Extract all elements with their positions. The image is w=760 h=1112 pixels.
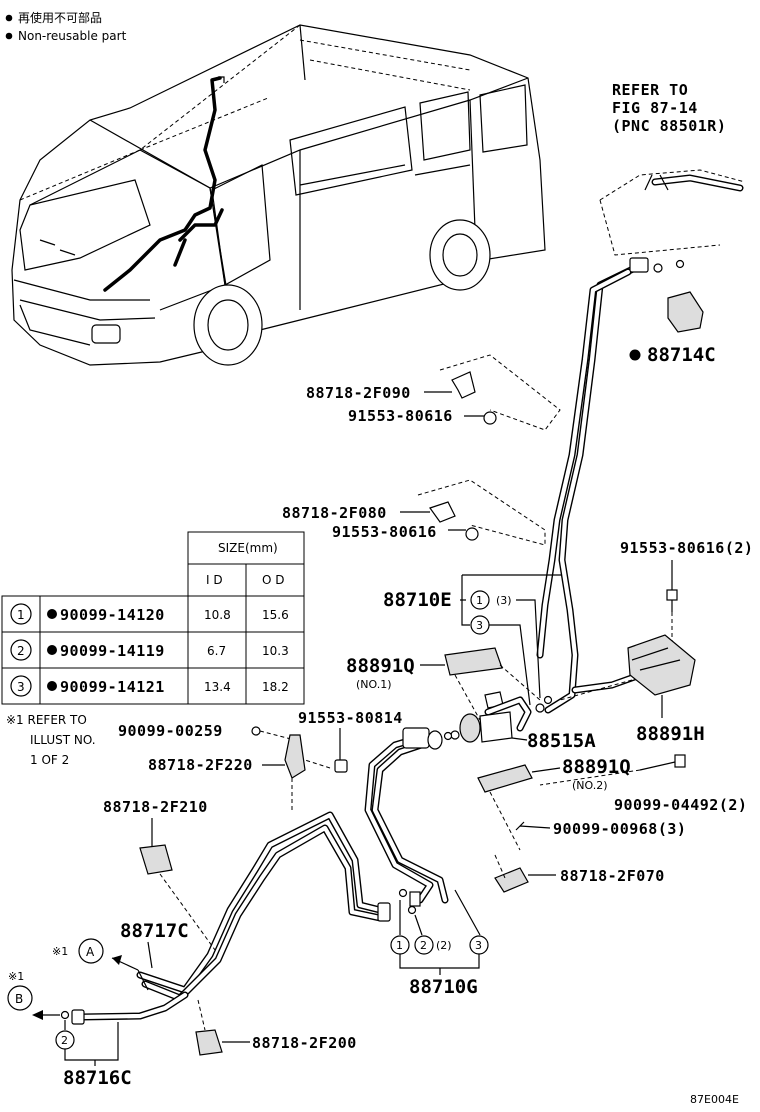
- label-88891Q-2: 88891Q: [562, 756, 631, 778]
- label-88718-2F070: 88718-2F070: [560, 867, 665, 885]
- pipe-88717C: [136, 811, 391, 1002]
- arrow-icon: [32, 1010, 43, 1020]
- label-88710E: 88710E: [383, 589, 452, 611]
- front-wheel: [193, 284, 263, 366]
- label-88515A: 88515A: [527, 730, 596, 752]
- ref-1: 1: [476, 594, 483, 607]
- rear-wheel: [429, 219, 491, 291]
- pipe-88710G: [364, 727, 453, 915]
- label-88891Q-1: 88891Q: [346, 655, 415, 677]
- table-row-part: 90099-14120: [60, 606, 165, 624]
- note-line3: 1 OF 2: [30, 753, 69, 767]
- table-row-id: 6.7: [207, 644, 226, 658]
- hose-size-table: SIZE(mm) I D O D 1 90099-14120 10.8 15.6…: [1, 531, 305, 705]
- note-line2: ILLUST NO.: [30, 733, 96, 747]
- label-91553-80616-b: 91553-80616: [332, 523, 437, 541]
- table-col-od: O D: [262, 573, 285, 587]
- figure-code: 87E004E: [690, 1093, 739, 1106]
- pipe-88716C: [71, 991, 189, 1025]
- label-88718-2F210: 88718-2F210: [103, 798, 208, 816]
- label-88714C: 88714C: [647, 344, 716, 366]
- label-88718-2F200: 88718-2F200: [252, 1034, 357, 1052]
- refer-line1: REFER TO: [612, 81, 688, 99]
- non-reusable-bullet-icon: [47, 645, 57, 655]
- table-row-part: 90099-14121: [60, 678, 165, 696]
- label-88718-2F090: 88718-2F090: [306, 384, 411, 402]
- van-illustration: [11, 24, 546, 366]
- label-88718-2F080: 88718-2F080: [282, 504, 387, 522]
- label-88891Q-1-sub: (NO.1): [356, 678, 392, 691]
- ref-B: B: [15, 992, 23, 1006]
- label-90099-00968: 90099-00968(3): [553, 820, 686, 838]
- arrow-icon: [112, 955, 122, 965]
- ref-note-mark: ※1: [52, 945, 68, 958]
- part-88515A: 88515A: [450, 691, 596, 752]
- ac-line-routing: [103, 76, 222, 292]
- ref-2: 2: [61, 1034, 68, 1047]
- non-reusable-bullet-icon: [47, 681, 57, 691]
- table-row-od: 15.6: [262, 608, 289, 622]
- ref-2: 2: [420, 939, 427, 952]
- label-88710G-sub: (2): [436, 939, 452, 952]
- non-reusable-bullet-icon: [5, 32, 13, 40]
- ref-A: A: [86, 945, 95, 959]
- non-reusable-bullet-icon: [5, 14, 13, 22]
- label-88716C: 88716C: [63, 1067, 132, 1089]
- table-row-id: 13.4: [204, 680, 231, 694]
- part-88891H: 88891H: [559, 634, 705, 745]
- legend-japanese: 再使用不可部品: [18, 10, 102, 25]
- label-88718-2F220: 88718-2F220: [148, 756, 253, 774]
- label-91553-80814: 91553-80814: [298, 709, 403, 727]
- label-88891Q-2-sub: (NO.2): [572, 779, 608, 792]
- label-91553-80616-2: 91553-80616(2): [620, 539, 753, 557]
- table-row-num: 1: [17, 608, 25, 622]
- non-reusable-bullet-icon: [47, 609, 57, 619]
- refer-line3: (PNC 88501R): [612, 117, 726, 135]
- label-90099-04492: 90099-04492(2): [614, 796, 747, 814]
- ref-3: 3: [476, 619, 483, 632]
- table-row-id: 10.8: [204, 608, 231, 622]
- legend-english: Non-reusable part: [18, 29, 127, 43]
- non-reusable-bullet-icon: [629, 349, 641, 361]
- label-90099-00259: 90099-00259: [118, 722, 223, 740]
- part-88714C: 88714C: [629, 291, 716, 366]
- label-88717C: 88717C: [120, 920, 189, 942]
- label-88710G: 88710G: [409, 976, 478, 998]
- label-88710E-sub: (3): [496, 594, 512, 607]
- table-row-part: 90099-14119: [60, 642, 165, 660]
- ref-1: 1: [396, 939, 403, 952]
- table-col-id: I D: [206, 573, 223, 587]
- table-row-num: 3: [17, 680, 25, 694]
- note-line1: ※1 REFER TO: [6, 713, 87, 727]
- table-row-od: 10.3: [262, 644, 289, 658]
- table-row-od: 18.2: [262, 680, 289, 694]
- label-88891H: 88891H: [636, 723, 705, 745]
- label-91553-80616-a: 91553-80616: [348, 407, 453, 425]
- table-header-size: SIZE(mm): [218, 541, 278, 555]
- table-row-num: 2: [17, 644, 25, 658]
- ref-note-mark: ※1: [8, 970, 24, 983]
- pipe-88710E: [536, 257, 685, 714]
- ref-3: 3: [475, 939, 482, 952]
- refer-line2: FIG 87-14: [612, 99, 698, 117]
